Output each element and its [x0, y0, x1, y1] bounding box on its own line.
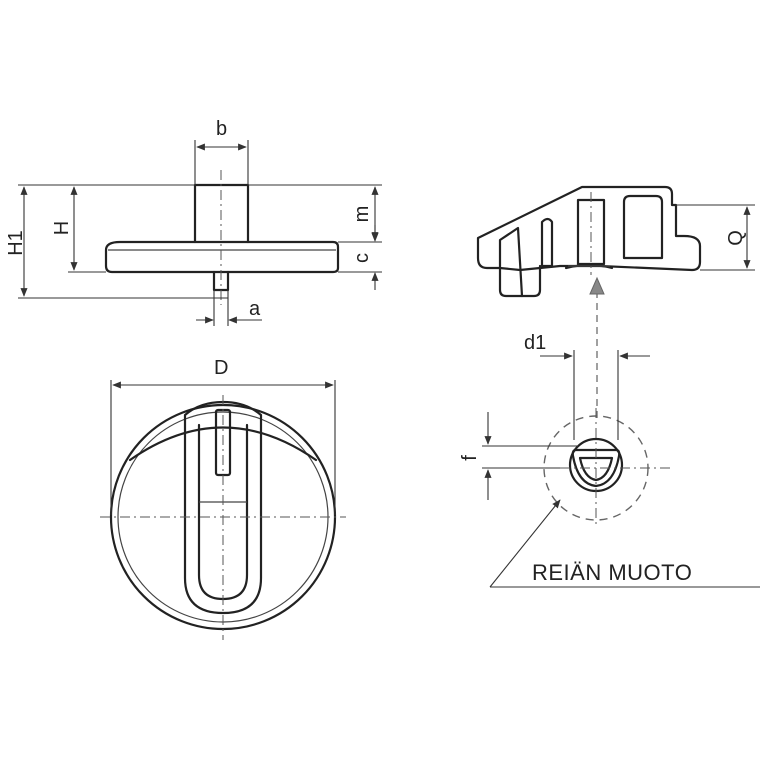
- label-b: b: [216, 118, 227, 140]
- hole-d-shape: [571, 448, 621, 488]
- section-slot: [540, 217, 554, 268]
- side-view: b H1 H m c a: [5, 118, 382, 326]
- hole-shape-note: REIÄN MUOTO: [532, 560, 692, 585]
- pointer-ridge-inner: [197, 423, 249, 601]
- section-leg: [498, 226, 524, 298]
- section-bore: [576, 198, 606, 266]
- grip-arc: [128, 426, 318, 462]
- label-Q: Q: [725, 230, 747, 246]
- top-view: D: [100, 357, 346, 640]
- label-d1: d1: [524, 332, 546, 354]
- hole-detail: d1 f REIÄN MUOTO: [459, 332, 760, 588]
- label-H: H: [51, 221, 73, 235]
- label-m: m: [351, 206, 373, 223]
- section-body: [476, 185, 702, 272]
- section-pocket: [622, 194, 664, 260]
- label-H1: H1: [5, 230, 27, 256]
- label-f: f: [459, 455, 481, 461]
- label-a: a: [249, 298, 261, 320]
- label-c: c: [351, 253, 373, 263]
- label-D: D: [214, 357, 228, 379]
- section-view: Q: [476, 185, 755, 418]
- pointer-ridge-outer: [183, 400, 263, 615]
- side-flange: [104, 240, 340, 274]
